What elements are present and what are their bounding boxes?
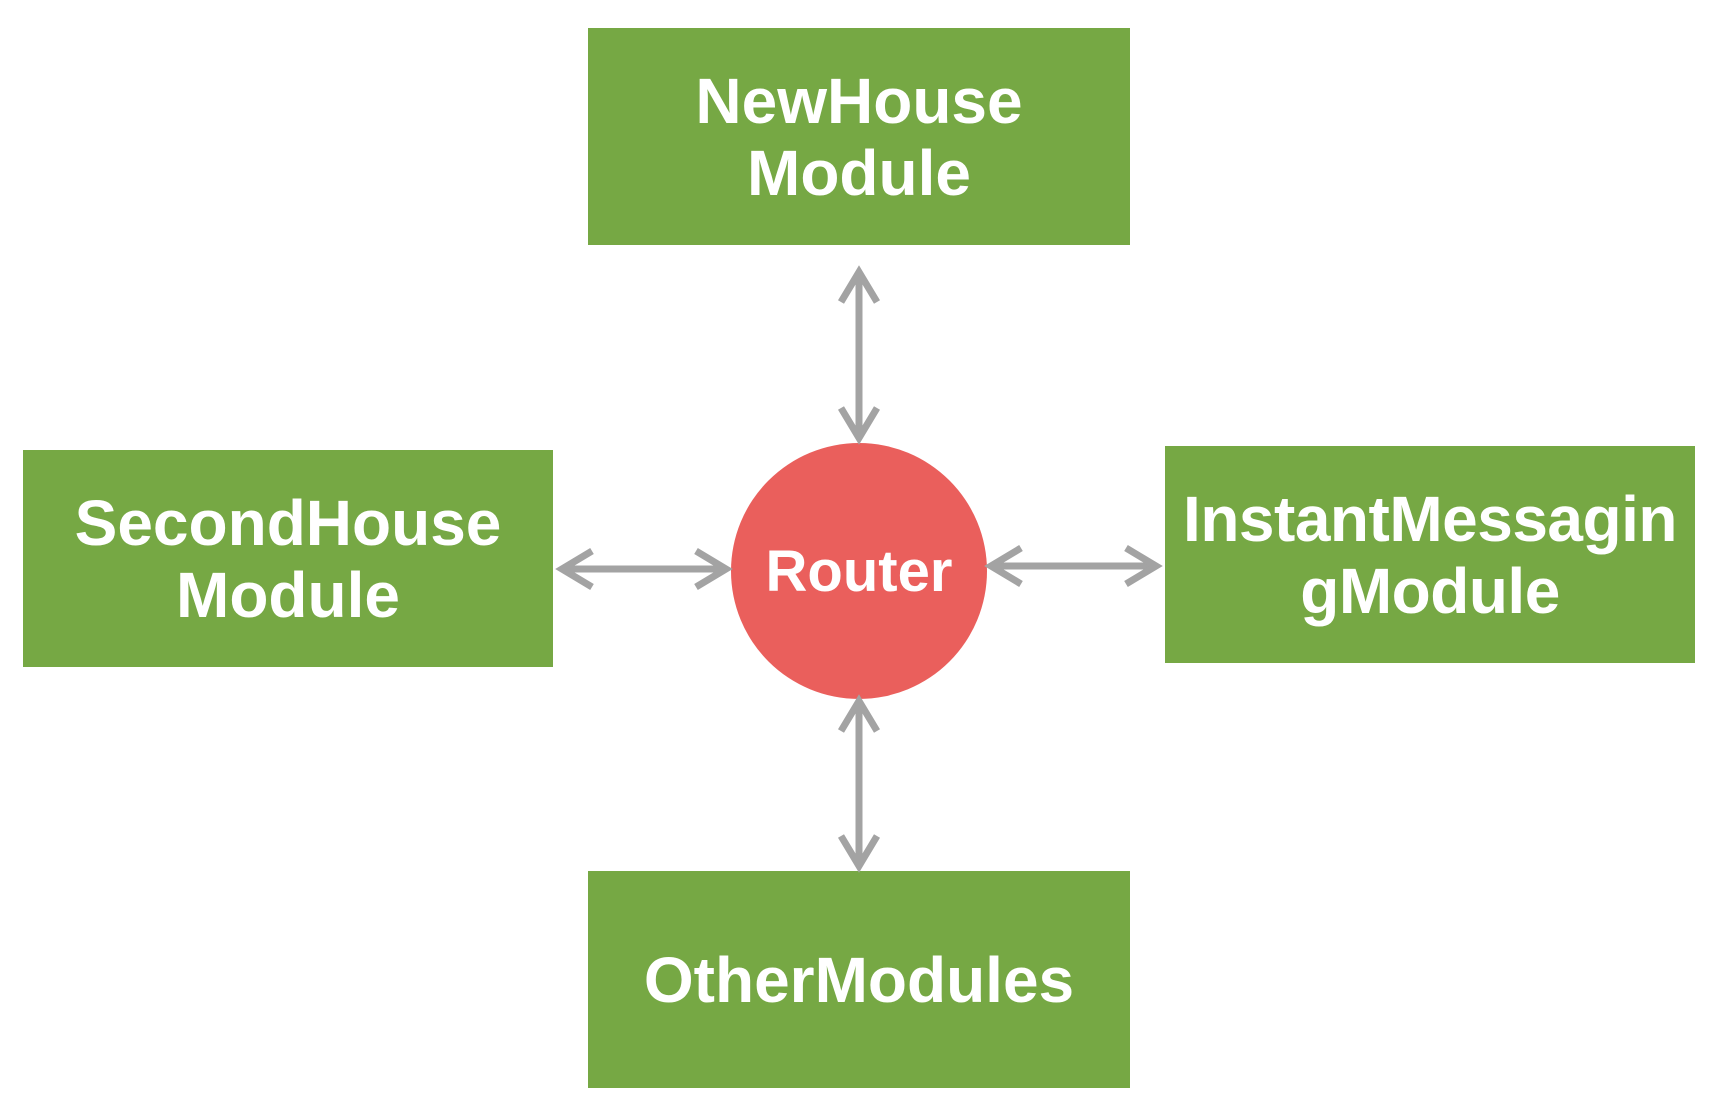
newhouse-module-box: NewHouse Module (588, 28, 1130, 245)
instantmessaging-module-label-line1: InstantMessagin (1183, 482, 1677, 555)
router-node: Router (731, 443, 987, 699)
other-modules-box: OtherModules (588, 871, 1130, 1088)
connector-bottom-double-arrow (837, 694, 881, 873)
other-modules-label: OtherModules (643, 943, 1075, 1016)
connector-top-double-arrow (837, 265, 881, 445)
secondhouse-module-label-line1: SecondHouse (74, 486, 502, 559)
connector-right-double-arrow (984, 544, 1163, 588)
router-label: Router (765, 538, 953, 604)
connector-left-double-arrow (555, 547, 733, 591)
secondhouse-module-box: SecondHouse Module (23, 450, 553, 667)
newhouse-module-label-line2: Module (747, 136, 971, 209)
instantmessaging-module-label-line2: gModule (1300, 554, 1560, 627)
secondhouse-module-label-line2: Module (176, 558, 400, 631)
newhouse-module-label-line1: NewHouse (695, 64, 1023, 137)
instantmessaging-module-box: InstantMessagin gModule (1165, 446, 1695, 663)
